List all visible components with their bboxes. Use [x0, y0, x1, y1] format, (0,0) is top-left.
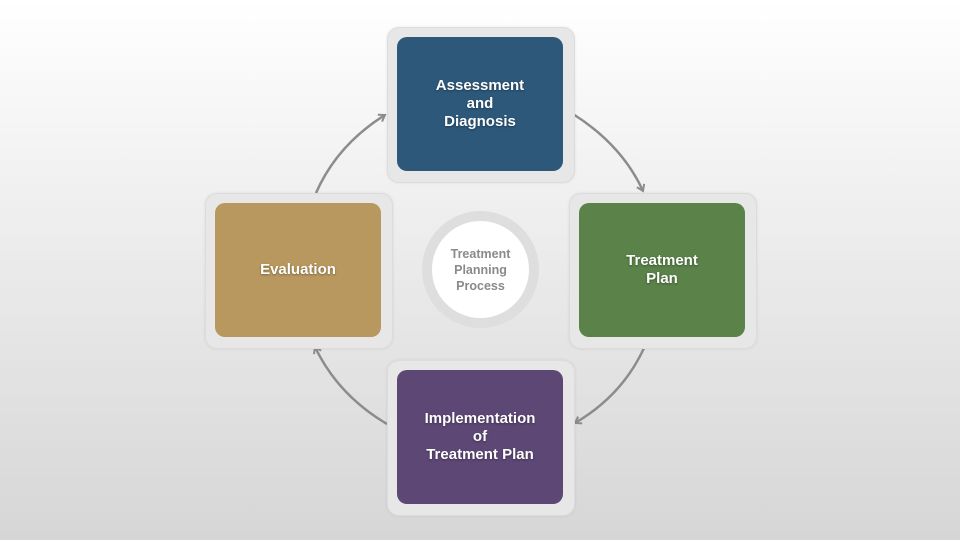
step-implementation-label: Implementation of Treatment Plan — [424, 410, 536, 463]
step-evaluation: Evaluation — [205, 193, 393, 349]
center-disc: Treatment Planning Process — [432, 221, 529, 318]
step-treatment-plan: Treatment Plan — [569, 193, 757, 349]
step-evaluation-label: Evaluation — [260, 261, 336, 278]
step-evaluation-card: Evaluation — [215, 203, 381, 337]
arrow-evaluation-to-assessment — [314, 113, 387, 194]
step-treatment-plan-card: Treatment Plan — [579, 203, 745, 337]
arrow-implementation-to-evaluation — [312, 345, 388, 426]
step-implementation: Implementation of Treatment Plan — [387, 360, 575, 516]
arrow-plan-to-implementation — [573, 345, 647, 425]
step-assessment: Assessment and Diagnosis — [387, 27, 575, 183]
center-circle: Treatment Planning Process — [422, 211, 539, 328]
step-treatment-plan-label: Treatment Plan — [626, 252, 698, 287]
step-assessment-card: Assessment and Diagnosis — [397, 37, 563, 171]
step-implementation-card: Implementation of Treatment Plan — [397, 370, 563, 504]
step-assessment-label: Assessment and Diagnosis — [435, 77, 525, 130]
center-label: Treatment Planning Process — [450, 246, 511, 293]
arrow-assessment-to-plan — [572, 112, 646, 193]
